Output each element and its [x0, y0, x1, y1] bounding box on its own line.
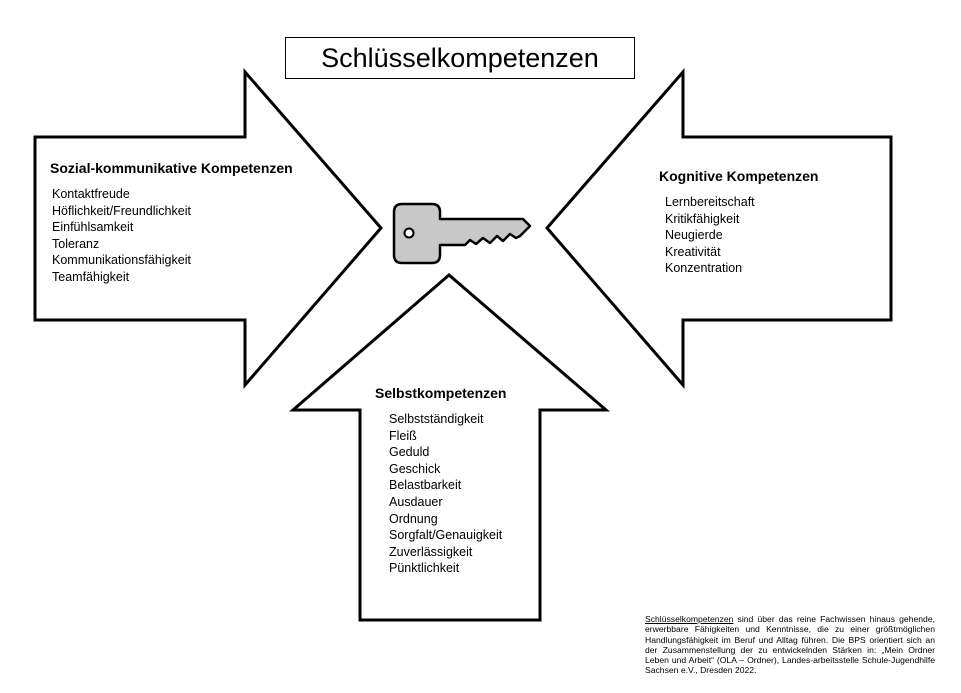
self-heading: Selbstkompetenzen — [375, 385, 507, 401]
list-item: Ordnung — [389, 511, 438, 526]
list-item: Fleiß — [389, 428, 417, 443]
self-list: Selbstständigkeit Fleiß Geduld Geschick … — [389, 411, 506, 577]
list-item: Toleranz — [52, 236, 100, 251]
list-item: Zuverlässigkeit — [389, 544, 473, 559]
list-item: Neugierde — [665, 228, 723, 243]
social-competencies: Sozial-kommunikative Kompetenzen Kontakt… — [50, 160, 293, 286]
list-item: Teamfähigkeit — [52, 269, 130, 284]
social-heading: Sozial-kommunikative Kompetenzen — [50, 160, 293, 176]
list-item: Selbstständigkeit — [389, 412, 484, 426]
footnote-term: Schlüsselkompetenzen — [645, 614, 734, 624]
footnote: Schlüsselkompetenzen sind über das reine… — [645, 614, 935, 676]
cognitive-heading: Kognitive Kompetenzen — [659, 168, 819, 184]
list-item: Höflichkeit/Freundlichkeit — [52, 203, 191, 218]
social-list: Kontaktfreude Höflichkeit/Freundlichkeit… — [52, 186, 293, 286]
list-item: Kommunikationsfähigkeit — [52, 253, 191, 268]
list-item: Ausdauer — [389, 494, 443, 509]
list-item: Kontaktfreude — [52, 187, 130, 201]
footnote-text: sind über das reine Fachwissen hinaus ge… — [645, 614, 935, 676]
cognitive-competencies: Kognitive Kompetenzen Lernbereitschaft K… — [659, 168, 818, 277]
list-item: Konzentration — [665, 261, 743, 276]
list-item: Einfühlsamkeit — [52, 220, 134, 235]
list-item: Kreativität — [665, 244, 721, 259]
list-item: Pünktlichkeit — [389, 561, 460, 576]
list-item: Lernbereitschaft — [665, 195, 755, 209]
arrow-up-pointing — [288, 273, 611, 622]
arrow-left-pointing — [545, 67, 893, 390]
list-item: Geschick — [389, 461, 441, 476]
key-icon — [392, 202, 532, 265]
arrow-right-pointing — [33, 67, 383, 390]
page-title: Schlüsselkompetenzen — [285, 37, 635, 79]
cognitive-list: Lernbereitschaft Kritikfähigkeit Neugier… — [665, 194, 818, 277]
list-item: Geduld — [389, 445, 430, 460]
self-competencies: Selbstkompetenzen Selbstständigkeit Flei… — [375, 385, 506, 577]
list-item: Sorgfalt/Genauigkeit — [389, 528, 503, 543]
list-item: Kritikfähigkeit — [665, 211, 740, 226]
list-item: Belastbarkeit — [389, 478, 462, 493]
